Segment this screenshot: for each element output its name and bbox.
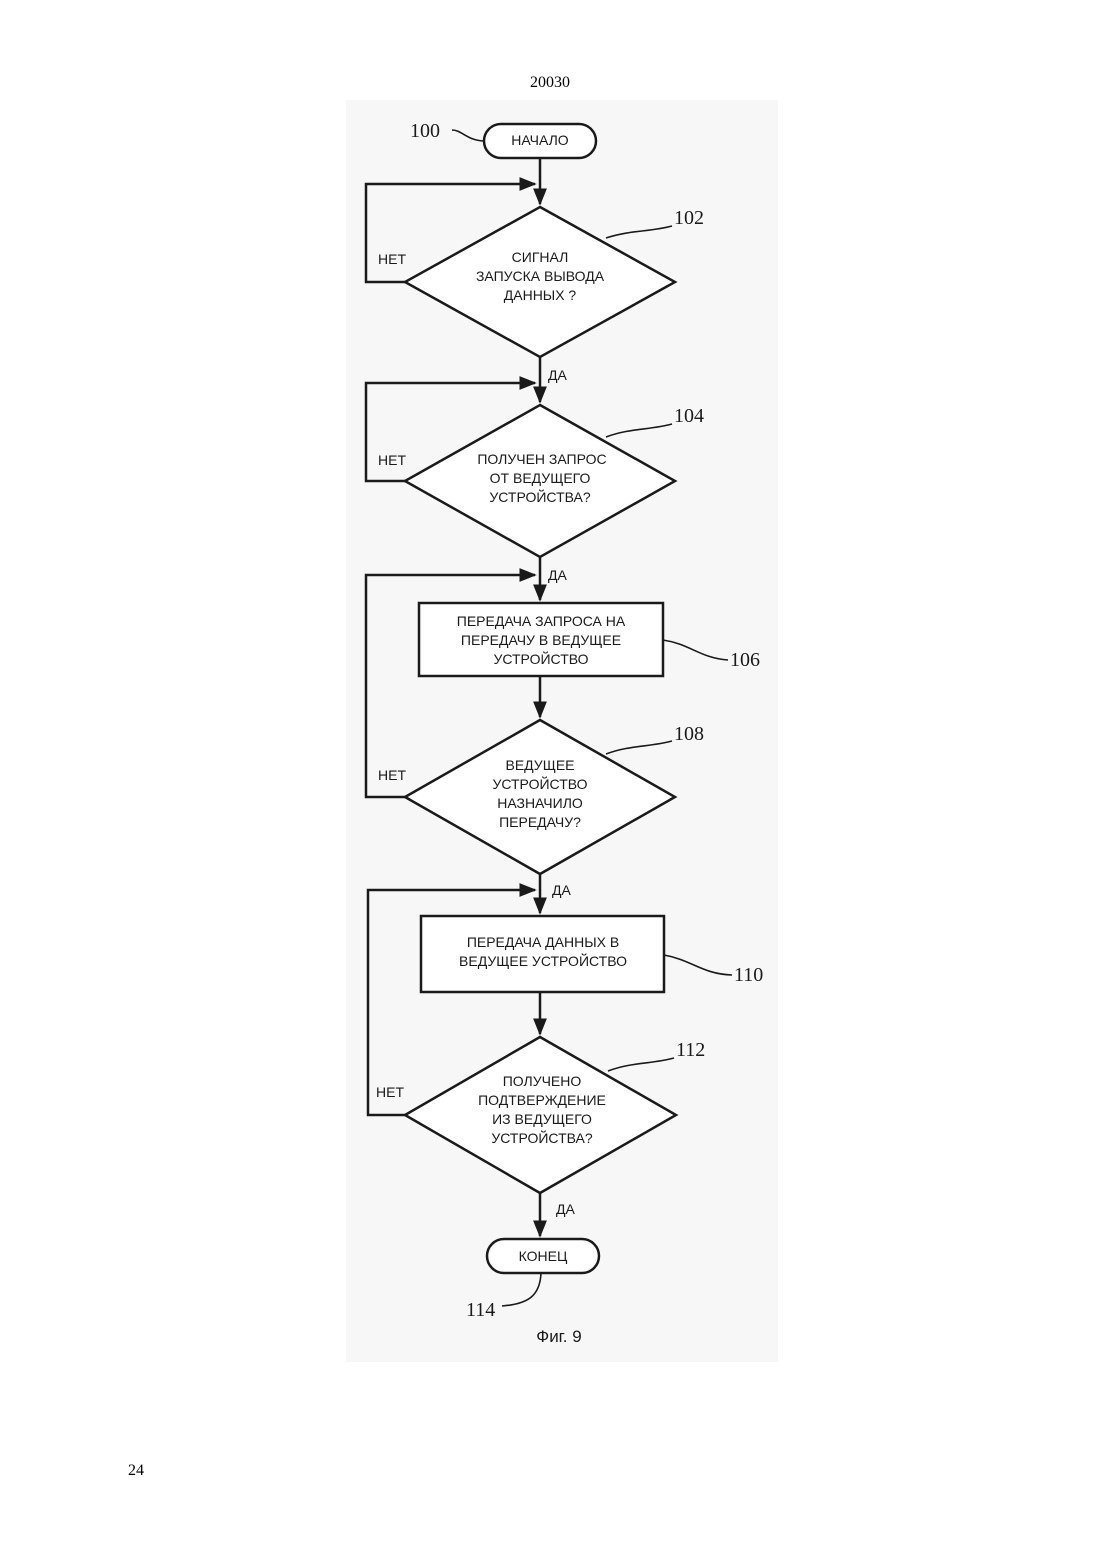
- ref-104: 104: [674, 405, 704, 427]
- ref-102-leader: [606, 226, 672, 238]
- yes-label-102: ДА: [548, 367, 567, 383]
- decision-108-line-3: НАЗНАЧИЛО: [497, 795, 583, 811]
- ref-112-leader: [608, 1058, 674, 1071]
- ref-102: 102: [674, 207, 704, 229]
- decision-102-line-2: ЗАПУСКА ВЫВОДА: [476, 268, 605, 284]
- process-106-line-1: ПЕРЕДАЧА ЗАПРОСА НА: [457, 613, 626, 629]
- ref-108: 108: [674, 723, 704, 745]
- no-label-104: НЕТ: [378, 452, 406, 468]
- decision-108-line-1: ВЕДУЩЕЕ: [505, 757, 574, 773]
- process-110-line-1: ПЕРЕДАЧА ДАННЫХ В: [467, 934, 619, 950]
- start-label: НАЧАЛО: [511, 132, 569, 148]
- ref-106: 106: [730, 649, 760, 671]
- decision-102-line-1: СИГНАЛ: [512, 249, 569, 265]
- no-label-112: НЕТ: [376, 1084, 404, 1100]
- decision-104-line-1: ПОЛУЧЕН ЗАПРОС: [477, 451, 606, 467]
- ref-114: 114: [466, 1299, 495, 1321]
- decision-108-line-2: УСТРОЙСТВО: [492, 775, 587, 792]
- process-110-line-2: ВЕДУЩЕЕ УСТРОЙСТВО: [459, 952, 627, 969]
- ref-106-leader: [663, 640, 728, 660]
- decision-112-line-4: УСТРОЙСТВА?: [491, 1129, 592, 1146]
- ref-100: 100: [410, 120, 440, 142]
- page-number: 24: [128, 1462, 144, 1480]
- no-label-102: НЕТ: [378, 251, 406, 267]
- no-label-108: НЕТ: [378, 767, 406, 783]
- decision-104-line-2: ОТ ВЕДУЩЕГО: [490, 470, 591, 486]
- decision-112-line-2: ПОДТВЕРЖДЕНИЕ: [478, 1092, 606, 1108]
- ref-110: 110: [734, 964, 763, 986]
- figure-caption: Фиг. 9: [536, 1327, 581, 1346]
- process-106-line-3: УСТРОЙСТВО: [493, 650, 588, 667]
- ref-108-leader: [606, 741, 672, 754]
- decision-108-line-4: ПЕРЕДАЧУ?: [499, 814, 581, 830]
- ref-110-leader: [664, 955, 732, 975]
- yes-label-108: ДА: [552, 882, 571, 898]
- process-106-line-2: ПЕРЕДАЧУ В ВЕДУЩЕЕ: [461, 632, 621, 648]
- ref-112: 112: [676, 1039, 705, 1061]
- end-label: КОНЕЦ: [519, 1248, 568, 1264]
- decision-102-line-3: ДАННЫХ ?: [504, 287, 577, 303]
- yes-label-112: ДА: [556, 1201, 575, 1217]
- decision-104-line-3: УСТРОЙСТВА?: [489, 488, 590, 505]
- yes-label-104: ДА: [548, 567, 567, 583]
- ref-114-leader: [502, 1273, 541, 1306]
- ref-100-leader: [452, 130, 484, 141]
- ref-104-leader: [606, 424, 672, 437]
- decision-112-line-1: ПОЛУЧЕНО: [503, 1073, 582, 1089]
- decision-112-line-3: ИЗ ВЕДУЩЕГО: [492, 1111, 592, 1127]
